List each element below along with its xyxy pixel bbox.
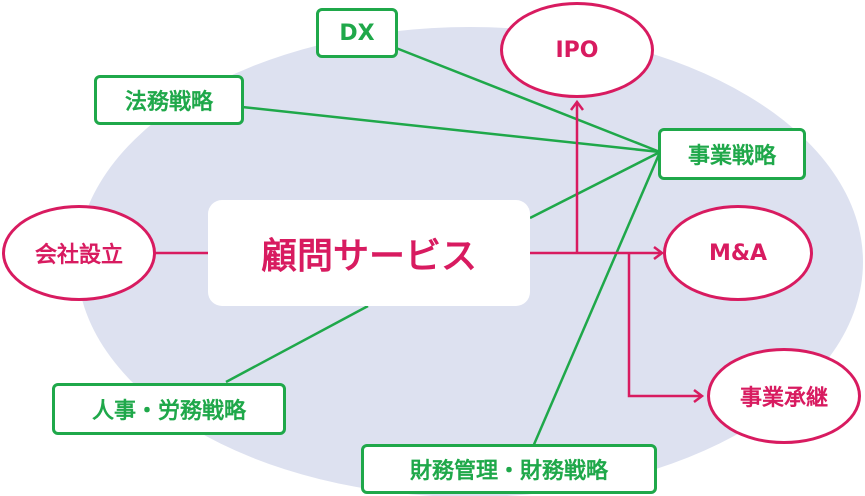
node-business-succession: 事業承継: [707, 348, 861, 444]
node-hr-labor-strategy: 人事・労務戦略: [52, 383, 286, 435]
connector-hr-center: [225, 304, 369, 384]
connector-finance-business: [521, 151, 662, 471]
connector-center-business: [529, 150, 661, 220]
connector-legal-business: [241, 105, 661, 154]
node-ma: M&A: [663, 205, 813, 301]
node-company-founding: 会社設立: [2, 205, 156, 301]
node-dx: DX: [316, 8, 398, 58]
arrow-to-succession: [627, 253, 705, 403]
node-business-strategy: 事業戦略: [658, 128, 806, 180]
node-advisory-services: 顧問サービス: [208, 200, 530, 306]
node-ipo: IPO: [500, 2, 654, 98]
node-finance-strategy: 財務管理・財務戦略: [361, 444, 657, 494]
connector-dx-business: [395, 46, 661, 154]
node-legal-strategy: 法務戦略: [94, 75, 244, 125]
